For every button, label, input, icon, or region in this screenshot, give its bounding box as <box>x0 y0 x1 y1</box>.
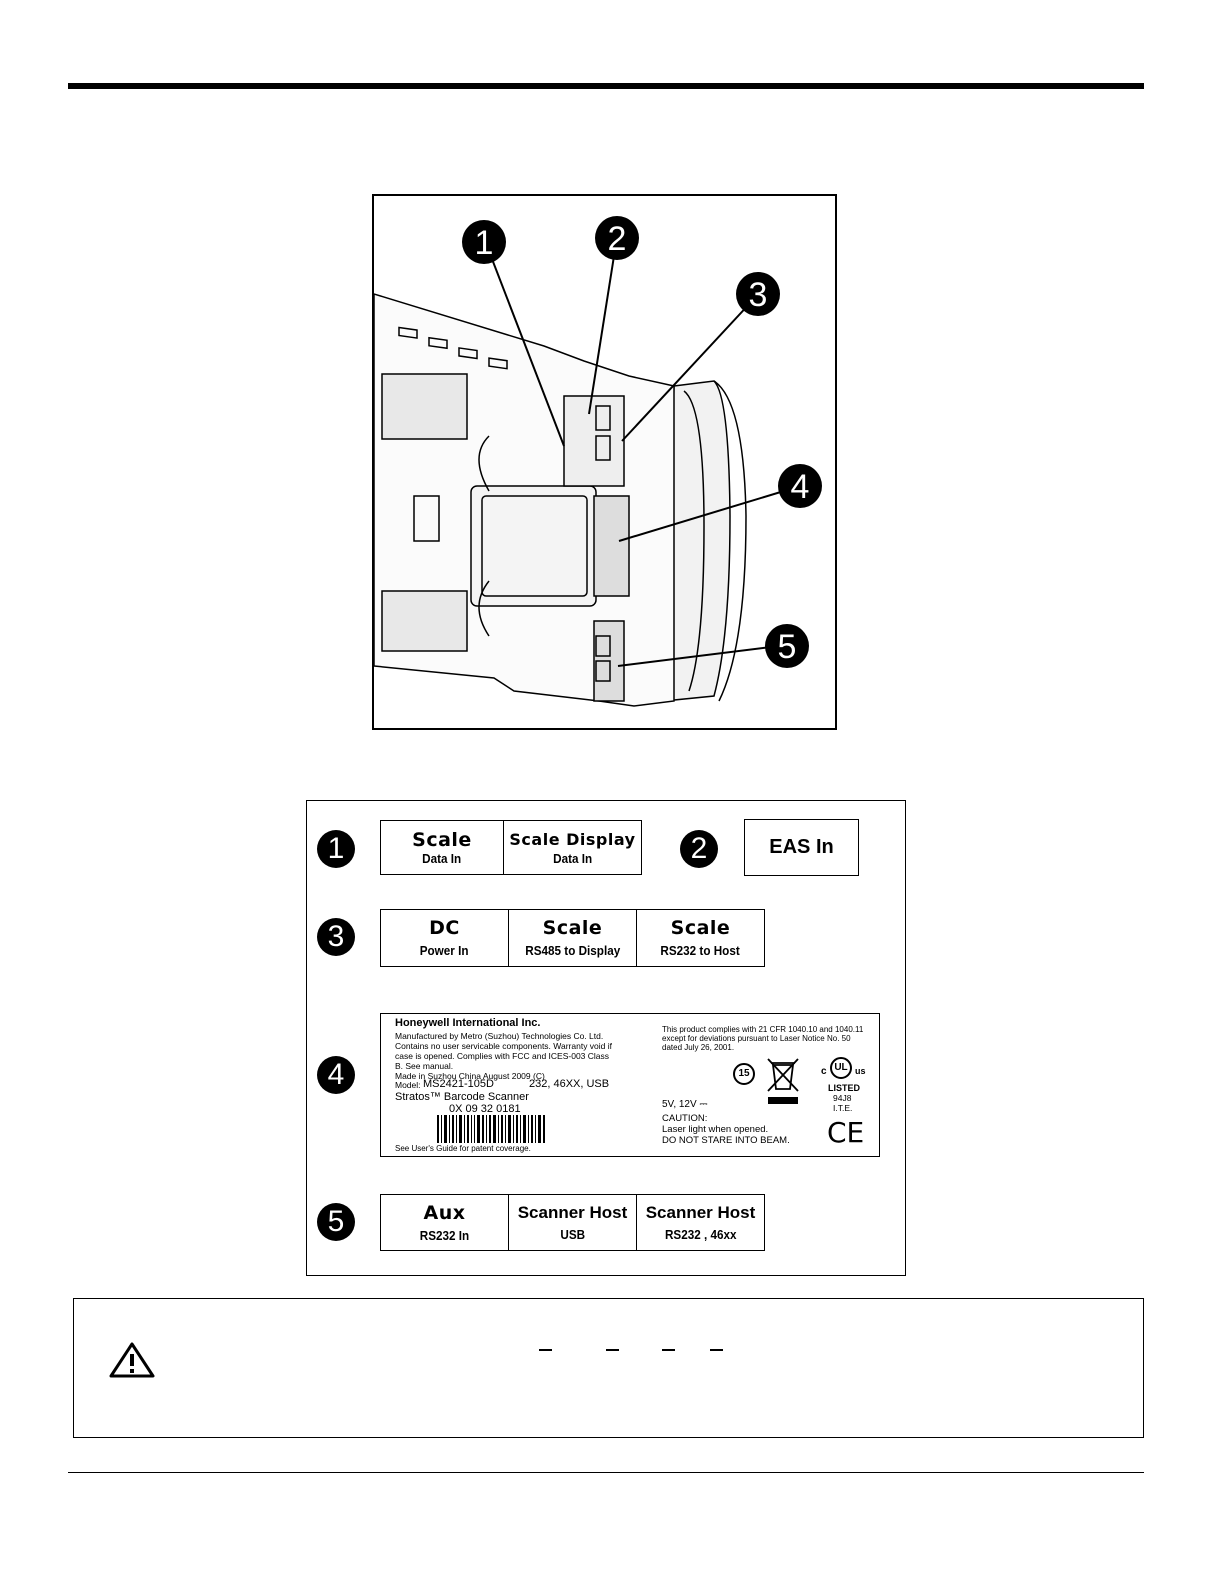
scale-sub: Data In <box>422 850 462 866</box>
scale-rs232-cell: Scale RS232 to Host <box>637 910 764 966</box>
voltage-text: 5V, 12V ⎓ <box>662 1099 708 1110</box>
warranty-text-1: Contains no user servicable components. … <box>395 1041 613 1051</box>
interfaces-text: 232, 46XX, USB <box>529 1078 610 1090</box>
caution-dash-1 <box>539 1349 552 1351</box>
caution-dash-3 <box>662 1349 675 1351</box>
photo-callout-4-number: 4 <box>791 468 810 506</box>
ul-c-text: c <box>821 1066 827 1077</box>
environmental-15-icon: 15 <box>733 1063 755 1085</box>
caution-text-2: DO NOT STARE INTO BEAM. <box>662 1135 790 1146</box>
caution-heading: CAUTION: <box>662 1113 708 1124</box>
listed-code: 94J8 <box>833 1093 852 1103</box>
top-rule <box>68 83 1144 89</box>
caution-text-1: Laser light when opened. <box>662 1124 769 1135</box>
eas-in-title: EAS In <box>769 836 834 858</box>
dc-sub: Power In <box>420 943 469 958</box>
ul-listed-icon: UL <box>830 1057 852 1079</box>
scanner-host-rs232-title: Scanner Host <box>645 1202 756 1222</box>
photo-callout-1 <box>462 220 506 264</box>
caution-notice-box <box>73 1298 1144 1438</box>
scanner-rear-illustration: 1 2 3 4 5 <box>372 194 837 730</box>
scale-rs485-title: Scale <box>542 917 603 939</box>
ul-us-text: us <box>855 1066 866 1076</box>
scale-rs232-sub: RS232 to Host <box>660 943 741 958</box>
scale-data-in-cell: Scale Data In <box>381 821 504 874</box>
photo-callout-3-number: 3 <box>749 276 768 314</box>
bottom-rule <box>68 1472 1144 1473</box>
made-in-text: Made in Suzhou China August 2009 (C) <box>395 1071 545 1081</box>
scanner-host-usb-title: Scanner Host <box>517 1202 628 1222</box>
ul-text: UL <box>834 1062 848 1073</box>
photo-callout-2 <box>595 216 639 260</box>
scanner-drawing: 1 2 3 4 5 <box>374 216 822 707</box>
photo-callouts: 1 2 3 4 5 <box>462 216 822 668</box>
caution-dash-2 <box>606 1349 619 1351</box>
scanner-host-rs232-sub: RS232 , 46xx <box>664 1226 737 1242</box>
product-identification-label: Honeywell International Inc. Manufacture… <box>380 1013 880 1157</box>
photo-callout-5 <box>765 624 809 668</box>
caution-dash-4 <box>710 1349 723 1351</box>
listed-text: LISTED <box>828 1083 861 1093</box>
aux-title: Aux <box>423 1201 466 1224</box>
scale-display-title: Scale Display <box>509 829 636 849</box>
model-prefix: Model: <box>395 1080 421 1090</box>
photo-callout-5-number: 5 <box>778 628 797 666</box>
scanner-host-usb-sub: USB <box>560 1226 585 1242</box>
scanner-host-rs232-cell: Scanner Host RS232 , 46xx <box>637 1195 764 1250</box>
dc-title: DC <box>429 917 460 939</box>
warranty-text-2: case is opened. Complies with FCC and IC… <box>395 1051 610 1061</box>
aux-sub: RS232 In <box>419 1227 470 1243</box>
photo-callout-1-number: 1 <box>475 224 494 262</box>
legend-callout-5: 5 <box>317 1203 355 1241</box>
eas-in-label: EAS In <box>744 819 859 876</box>
manufacturer-text: Manufactured by Metro (Suzhou) Technolog… <box>395 1031 604 1041</box>
photo-callout-4 <box>778 464 822 508</box>
scale-data-label: Scale Data In Scale Display Data In <box>380 820 642 875</box>
ce-mark: CE <box>827 1116 865 1149</box>
warning-triangle-icon <box>109 1342 155 1378</box>
scale-display-data-in-cell: Scale Display Data In <box>504 821 641 874</box>
power-scale-label: DC Power In Scale RS485 to Display Scale… <box>380 909 765 967</box>
aux-rs232-cell: Aux RS232 In <box>381 1195 509 1250</box>
scale-rs232-title: Scale <box>670 917 731 939</box>
product-name: Stratos™ Barcode Scanner <box>395 1091 529 1103</box>
company-name: Honeywell International Inc. <box>395 1017 541 1029</box>
aux-scanner-host-label: Aux RS232 In Scanner Host USB Scanner Ho… <box>380 1194 765 1251</box>
legend-callout-2: 2 <box>680 830 718 868</box>
scale-rs485-cell: Scale RS485 to Display <box>509 910 637 966</box>
scale-display-sub: Data In <box>552 850 593 866</box>
barcode-image <box>437 1115 545 1143</box>
compliance-text-2: except for deviations pursuant to Laser … <box>662 1034 851 1043</box>
compliance-text-3: dated July 26, 2001. <box>662 1043 735 1052</box>
serial-number: 0X 09 32 0181 <box>449 1103 521 1115</box>
environmental-15-number: 15 <box>738 1068 750 1079</box>
ite-text: I.T.E. <box>833 1103 853 1113</box>
warranty-text-3: B. See manual. <box>395 1061 454 1071</box>
weee-crossed-bin-icon <box>767 1058 799 1104</box>
legend-callout-4: 4 <box>317 1056 355 1094</box>
legend-callout-3: 3 <box>317 918 355 956</box>
photo-callout-2-number: 2 <box>608 220 627 258</box>
dc-power-in-cell: DC Power In <box>381 910 509 966</box>
compliance-text-1: This product complies with 21 CFR 1040.1… <box>662 1025 864 1034</box>
scale-title: Scale <box>412 828 472 851</box>
photo-callout-3 <box>736 272 780 316</box>
scale-rs485-sub: RS485 to Display <box>525 943 620 958</box>
legend-callout-1: 1 <box>317 830 355 868</box>
scanner-host-usb-cell: Scanner Host USB <box>509 1195 637 1250</box>
patent-text: See User's Guide for patent coverage. <box>395 1144 531 1153</box>
model-number: MS2421-105D <box>423 1078 494 1090</box>
